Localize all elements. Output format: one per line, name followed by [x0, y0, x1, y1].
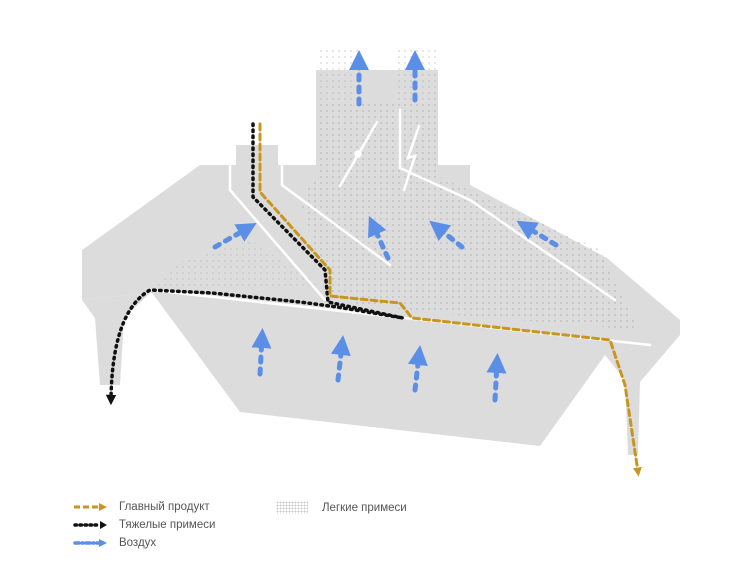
legend-main-product: Главный продукт	[73, 501, 210, 513]
light-impurities-swatch	[276, 501, 308, 514]
air-arrow	[330, 335, 351, 383]
heavy-impurities-path	[105, 122, 404, 406]
main-product-path	[258, 122, 642, 477]
legend-light-impurities: Легкие примеси	[276, 501, 407, 514]
air-arrow	[516, 220, 559, 248]
air-flow	[212, 50, 559, 403]
air-arrow	[251, 328, 272, 377]
air-arrow	[407, 345, 428, 393]
air-arrow	[368, 215, 391, 261]
air-swatch	[73, 539, 107, 547]
legend-air: Воздух	[73, 537, 156, 549]
heavy-impurities-swatch	[73, 521, 107, 529]
legend-heavy-impurities: Тяжелые примеси	[73, 519, 215, 531]
legend-light-impurities-label: Легкие примеси	[322, 501, 407, 514]
air-arrow	[429, 220, 465, 250]
legend-main-product-label: Главный продукт	[119, 501, 210, 513]
air-arrow	[486, 353, 507, 403]
legend-heavy-impurities-label: Тяжелые примеси	[119, 519, 216, 531]
main-product-swatch	[74, 503, 107, 511]
air-arrow	[212, 223, 257, 250]
legend-air-label: Воздух	[119, 537, 157, 549]
